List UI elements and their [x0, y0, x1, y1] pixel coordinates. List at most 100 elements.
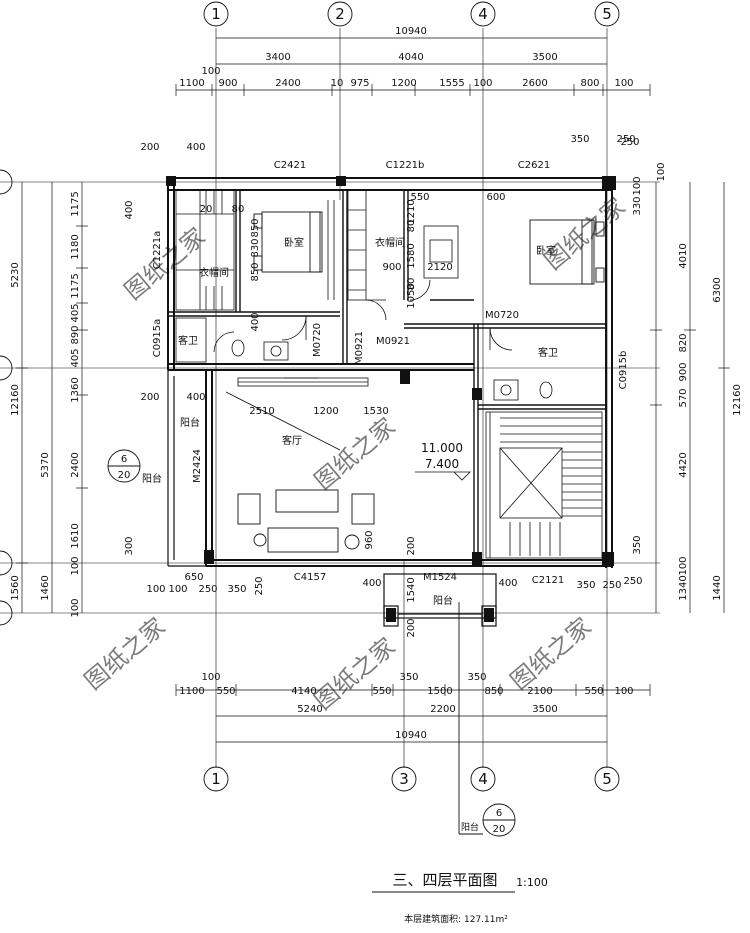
columns [166, 176, 616, 622]
axis-label-top-3: 4 [478, 5, 488, 23]
section-mark-2-label: 阳台 [461, 821, 479, 833]
interior-dim: 20 [200, 204, 213, 215]
interior-dim: 400 [362, 578, 381, 589]
dim-top-row3-h: 1555 [439, 78, 464, 89]
interior-dim: 650 [184, 572, 203, 583]
dim-left-inner-j: 100 [70, 556, 81, 575]
room-label-bedroom-left: 卧室 [284, 236, 304, 249]
level-top: 11.000 [421, 441, 463, 455]
section-mark-2-number: 6 [496, 808, 502, 819]
dim-bottom-row2-a: 1100 [179, 686, 204, 697]
drawing-title: 三、四层平面图 [392, 871, 497, 889]
room-label-closet-left: 衣帽间 [199, 266, 229, 279]
dim-bottom-row2-i: 100 [614, 686, 633, 697]
drawing-scale: 1:100 [516, 876, 548, 889]
dim-right-inner-c: 900 [678, 362, 689, 381]
tag-c2421: C2421 [274, 160, 306, 171]
dim-top-row3-d: 2400 [275, 78, 300, 89]
top-dimension-lines [175, 37, 651, 96]
dim-bottom-row3-b: 2200 [430, 704, 455, 715]
bath-left-fixtures [175, 317, 289, 363]
interior-dim: 1210 [406, 199, 417, 224]
room-label-bath-left: 客卫 [178, 334, 198, 347]
dim-left-inner-l: 100 [70, 598, 81, 617]
exterior-walls [167, 177, 613, 568]
interior-dim: 350 [227, 584, 246, 595]
room-label-bath-right: 客卫 [538, 346, 558, 359]
watermark-1: 图纸之家 [119, 222, 211, 305]
interior-dim: 400 [186, 142, 205, 153]
dim-bottom-row2-c: 4140 [291, 686, 316, 697]
interior-dim: 80 [232, 204, 245, 215]
axis-label-bottom-1: 1 [211, 770, 221, 788]
tag-c1221b: C1221b [386, 160, 425, 171]
section-mark-2-sheet: 20 [493, 824, 506, 835]
dim-right-inner-h: 250 [620, 137, 639, 148]
dim-left-outer-a: 5230 [10, 262, 21, 287]
tag-m2424: M2424 [192, 449, 203, 483]
interior-dim: 100 [146, 584, 165, 595]
tag-c4157: C4157 [294, 572, 326, 583]
watermark-3: 图纸之家 [309, 412, 401, 495]
dim-top-row3-a: 1100 [179, 78, 204, 89]
room-label-balcony-left-2: 阳台 [142, 472, 162, 485]
dim-right-outer-c: 1440 [712, 575, 723, 600]
dim-top-row3-b: 100 [201, 66, 220, 77]
room-label-balcony-front: 阳台 [433, 594, 453, 607]
dim-top-row3-j: 2600 [522, 78, 547, 89]
dim-right-mid-a: 4010 [678, 243, 689, 268]
interior-dim: 960 [364, 530, 375, 549]
closet-left [175, 189, 235, 311]
axis-label-top-4: 5 [602, 5, 612, 23]
dim-right-mid-d: 100 [678, 556, 689, 575]
tag-m0921-vertical: M0921 [354, 331, 365, 365]
dim-left-outer-b: 12160 [10, 384, 21, 416]
section-mark-number: 6 [121, 454, 127, 465]
dim-right-inner-g: 100 [632, 176, 643, 195]
dim-right-inner-a: 330 [632, 196, 643, 215]
dim-right-inner-e: 350 [632, 535, 643, 554]
dim-top-total: 10940 [395, 26, 427, 37]
level-marker [415, 471, 471, 481]
interior-dim: 830 [250, 238, 261, 257]
left-dimension-lines [16, 182, 88, 613]
axis-label-bottom-4: 5 [602, 770, 612, 788]
dim-left-inner-i: 1610 [70, 523, 81, 548]
dim-top-row2-b: 4040 [398, 52, 423, 63]
dim-top-row3-i: 100 [473, 78, 492, 89]
interior-dim: 80 [406, 278, 417, 291]
vanity [423, 225, 459, 279]
dim-right-inner-b: 820 [678, 333, 689, 352]
dim-bottom-row1-c: 350 [467, 672, 486, 683]
interior-dim: 900 [382, 262, 401, 273]
dim-bottom-row1-b: 350 [399, 672, 418, 683]
interior-dim: 1540 [406, 577, 417, 602]
dim-bottom-total: 10940 [395, 730, 427, 741]
room-label-bedroom-right: 卧室 [536, 244, 556, 257]
dim-left-inner-k: 1460 [40, 575, 51, 600]
balcony-front [383, 573, 497, 627]
bed-left [253, 211, 323, 273]
dim-left-inner-e: 890 [70, 325, 81, 344]
interior-dim: 400 [124, 200, 135, 219]
dim-right-inner-d: 570 [678, 388, 689, 407]
interior-dim: 100 [656, 162, 667, 181]
dim-left-inner-h: 2400 [70, 452, 81, 477]
bottom-dimension-lines [175, 684, 651, 743]
area-note: 本层建筑面积: 127.11m² [404, 913, 508, 925]
dim-left-outer-d: 1560 [10, 575, 21, 600]
room-label-closet-center: 衣帽间 [375, 236, 405, 249]
dim-left-outer-c: 5370 [40, 452, 51, 477]
dim-top-row3-f: 975 [350, 78, 369, 89]
dim-bottom-row2-f: 850 [484, 686, 503, 697]
watermark-2: 图纸之家 [539, 192, 631, 275]
interior-dim: 1580 [406, 243, 417, 268]
staircase [485, 411, 603, 559]
dim-bottom-row2-d: 550 [372, 686, 391, 697]
axis-label-top-1: 1 [211, 5, 221, 23]
dim-left-inner-b: 1180 [70, 234, 81, 259]
dim-left-inner-c: 1175 [70, 273, 81, 298]
interior-dim: 1200 [313, 406, 338, 417]
interior-dim: 200 [140, 142, 159, 153]
